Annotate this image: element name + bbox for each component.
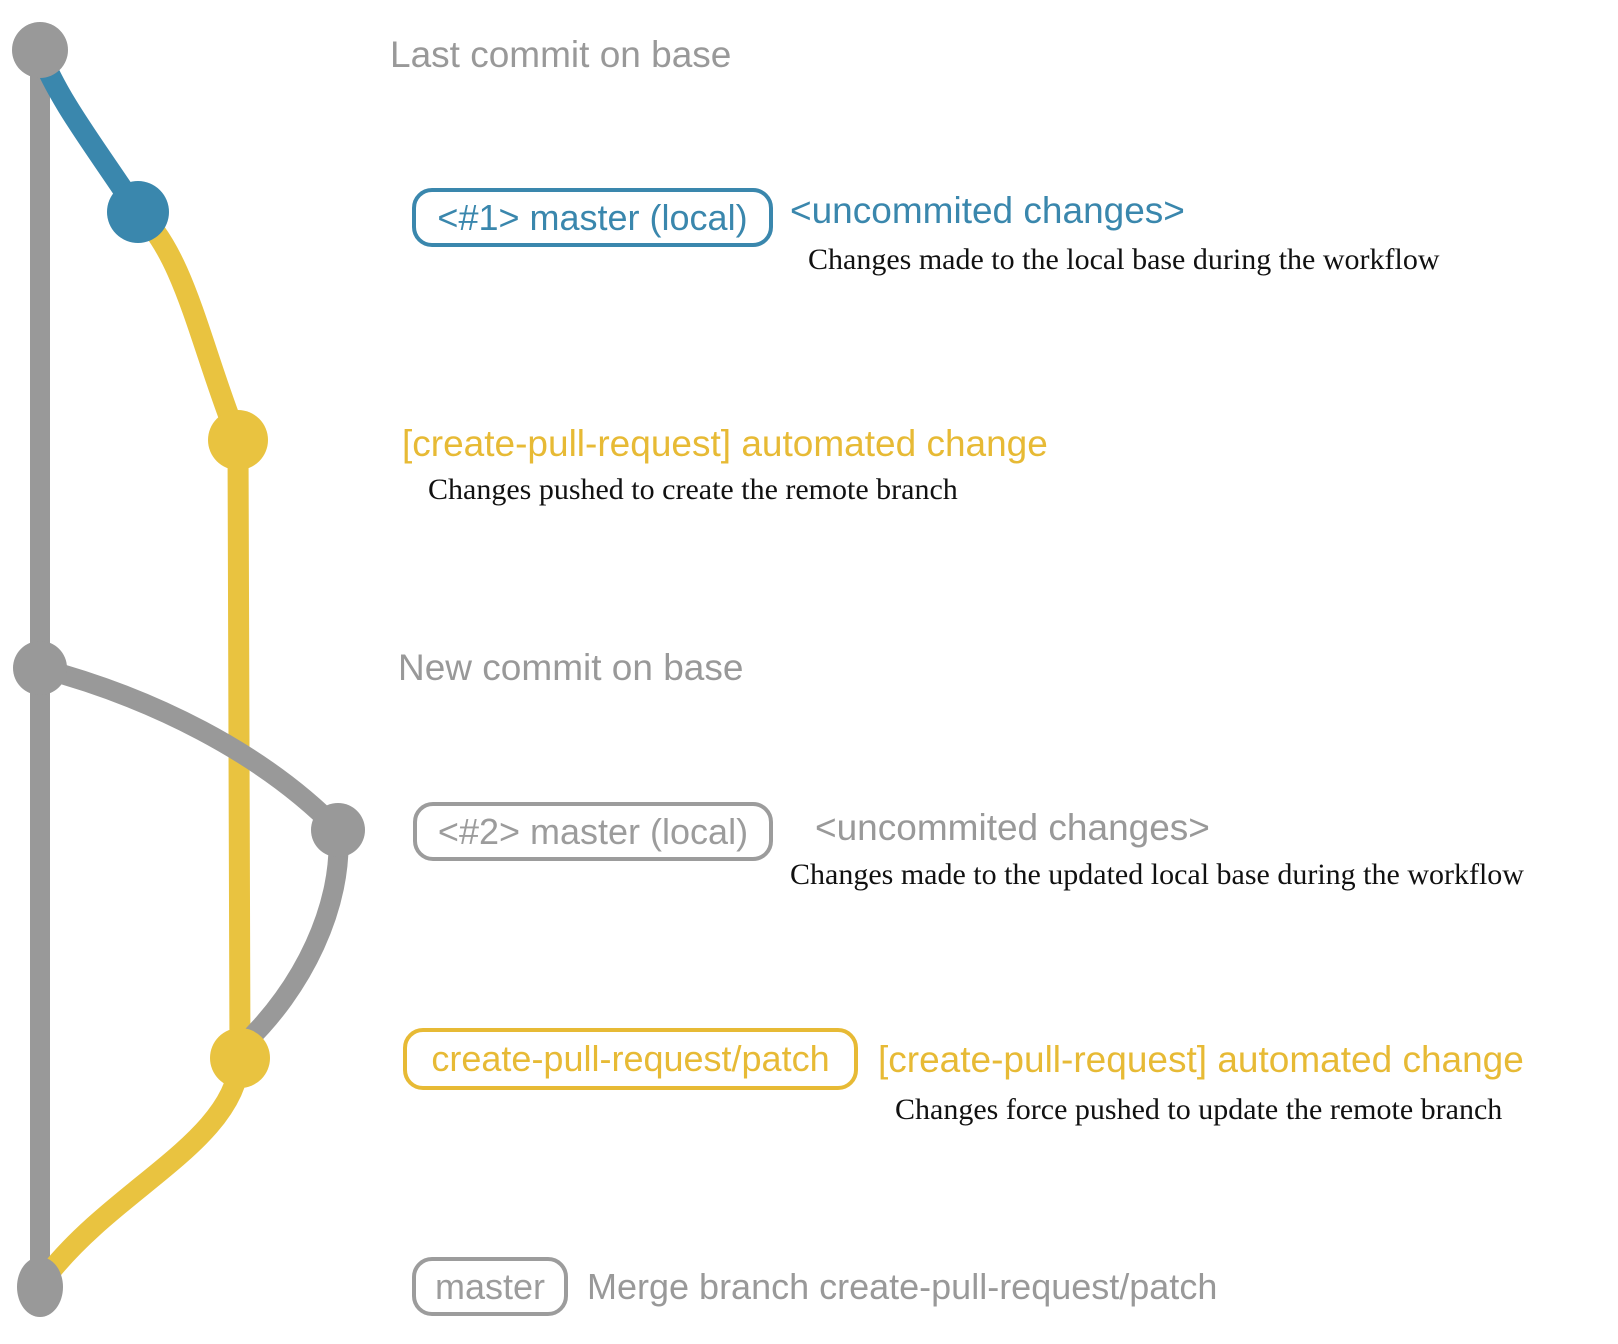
label-new-commit-on-base: New commit on base — [398, 647, 744, 688]
badge-master-local-1-label: <#1> master (local) — [437, 196, 748, 238]
patch-branch-upper-curve — [127, 201, 249, 451]
badge-master-local-1: <#1> master (local) — [412, 188, 773, 247]
label-uncommitted-changes-1: <uncommited changes> — [790, 190, 1185, 231]
commit-graph-svg — [12, 22, 365, 1317]
label-uncommitted-changes-2: <uncommited changes> — [815, 807, 1210, 848]
updated-local-merge-curve — [233, 820, 349, 1055]
commit-dot-uncommitted-changes-2 — [311, 803, 365, 857]
badge-master-local-2: <#2> master (local) — [413, 802, 773, 861]
desc-uncommitted-changes-1: Changes made to the local base during th… — [808, 243, 1440, 276]
desc-automated-change-2: Changes force pushed to update the remot… — [895, 1093, 1503, 1126]
badge-create-pull-request-patch: create-pull-request/patch — [403, 1028, 858, 1090]
commit-dot-new-commit-on-base — [13, 641, 67, 695]
commit-dot-automated-change-2 — [210, 1028, 270, 1088]
updated-local-branch-line — [30, 658, 348, 840]
commit-dot-last-commit-on-base — [12, 22, 68, 78]
badge-master-local-2-label: <#2> master (local) — [437, 810, 749, 852]
label-automated-change-1: [create-pull-request] automated change — [402, 423, 1048, 464]
commit-dot-automated-change-1 — [208, 410, 268, 470]
label-merge-branch: Merge branch create-pull-request/patch — [587, 1266, 1218, 1307]
label-last-commit-on-base: Last commit on base — [390, 34, 732, 75]
badge-master: master — [412, 1257, 568, 1316]
commit-dot-uncommitted-changes-1 — [107, 181, 169, 243]
patch-branch-merge-curve — [39, 1047, 251, 1283]
badge-master-label: master — [434, 1265, 546, 1307]
label-automated-change-2: [create-pull-request] automated change — [878, 1039, 1524, 1080]
desc-uncommitted-changes-2: Changes made to the updated local base d… — [790, 858, 1524, 891]
desc-automated-change-1: Changes pushed to create the remote bran… — [428, 473, 958, 506]
badge-create-pull-request-patch-label: create-pull-request/patch — [431, 1038, 830, 1079]
commit-dot-merge-commit — [17, 1257, 63, 1317]
